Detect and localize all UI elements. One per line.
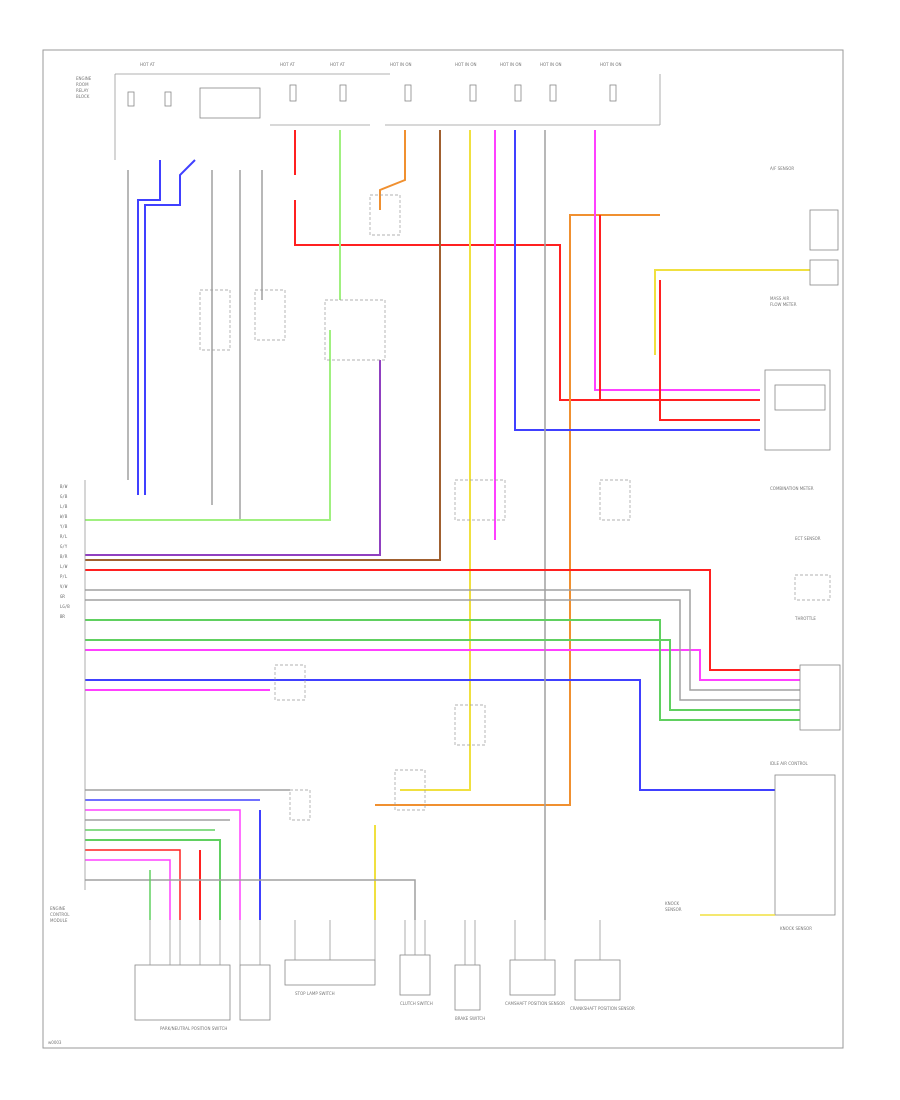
svg-text:KNOCK SENSOR: KNOCK SENSOR (780, 926, 812, 931)
middle-components (199, 194, 631, 821)
label-stop-lamp: STOP LAMP SWITCH (295, 991, 335, 996)
svg-text:L/W: L/W (60, 564, 68, 569)
wire-blue-left (137, 159, 196, 495)
svg-text:KNOCK: KNOCK (665, 901, 680, 906)
fuse-label-5: HOT IN ON (455, 62, 476, 67)
top-fuse-bus (114, 73, 661, 160)
wire-red-center (294, 130, 760, 401)
fuse-label-7: HOT IN ON (540, 62, 561, 67)
fuse-label-8: HOT IN ON (600, 62, 621, 67)
svg-text:THROTTLE: THROTTLE (794, 616, 816, 621)
wire-left-bottom-bus (85, 789, 416, 920)
fuse-labels: HOT AT HOT AT HOT AT HOT IN ON HOT IN ON… (140, 62, 621, 67)
svg-text:LG/B: LG/B (60, 604, 70, 609)
svg-text:MASS AIR: MASS AIR (770, 296, 789, 301)
ecm-pin-column: B/W G/B L/B W/B Y/B R/L G/Y B/R L/W P/L … (60, 480, 86, 890)
bottom-components (134, 954, 621, 1021)
right-components (764, 209, 841, 916)
fuse-symbols (127, 84, 617, 119)
wire-yellow (374, 130, 810, 920)
fuse-label-4: HOT IN ON (390, 62, 411, 67)
wire-orange (375, 130, 660, 806)
svg-text:L/B: L/B (60, 504, 68, 509)
label-cmp-sensor: CAMSHAFT POSITION SENSOR (505, 1001, 565, 1006)
wire-pink (85, 130, 810, 691)
ecm-label-block: ENGINE CONTROL MODULE (50, 906, 70, 923)
svg-text:COMBINATION METER: COMBINATION METER (770, 486, 814, 491)
bottom-connectors (149, 920, 601, 965)
fuse-label-2: HOT AT (280, 62, 295, 67)
fuse-label-1: HOT AT (140, 62, 155, 67)
label-pnp-switch: PARK/NEUTRAL POSITION SWITCH (160, 1026, 227, 1031)
label-ckp-sensor: CRANKSHAFT POSITION SENSOR (570, 1006, 635, 1011)
wire-green-center (85, 130, 341, 521)
bottom-labels: PARK/NEUTRAL POSITION SWITCH STOP LAMP S… (160, 991, 635, 1031)
fuse-label-6: HOT IN ON (500, 62, 521, 67)
svg-text:RELAY: RELAY (76, 88, 89, 93)
wire-grey-right (85, 130, 810, 920)
wire-green-right (85, 619, 810, 920)
right-labels: A/F SENSOR MASS AIR FLOW METER COMBINATI… (770, 166, 821, 931)
fuse-label-3: HOT AT (330, 62, 345, 67)
svg-text:MODULE: MODULE (50, 918, 68, 923)
svg-text:W/B: W/B (60, 514, 68, 519)
svg-text:A/F SENSOR: A/F SENSOR (770, 166, 794, 171)
svg-text:ECT SENSOR: ECT SENSOR (795, 536, 821, 541)
svg-text:Y/B: Y/B (60, 524, 68, 529)
svg-text:BLOCK: BLOCK (76, 94, 90, 99)
svg-text:IDLE AIR CONTROL: IDLE AIR CONTROL (770, 761, 809, 766)
label-clutch-switch: CLUTCH SWITCH (400, 1001, 433, 1006)
svg-text:G/B: G/B (60, 494, 68, 499)
knock-sensor-wire: KNOCK SENSOR (665, 901, 775, 916)
svg-text:R/L: R/L (60, 534, 68, 539)
svg-text:V/W: V/W (60, 584, 68, 589)
wire-red-right (85, 215, 810, 920)
footer-code: w0003 (48, 1040, 62, 1045)
wire-grey-left (127, 170, 263, 520)
svg-text:G/Y: G/Y (60, 544, 68, 549)
wire-purple (85, 360, 381, 556)
diagram-frame (42, 49, 844, 1049)
left-top-label: ENGINE ROOM RELAY BLOCK (76, 76, 92, 99)
svg-text:P/L: P/L (60, 574, 68, 579)
svg-text:FLOW METER: FLOW METER (770, 302, 797, 307)
wire-brown (85, 130, 441, 561)
label-brake-switch: BRAKE SWITCH (455, 1016, 485, 1021)
svg-text:ROOM: ROOM (76, 82, 89, 87)
svg-text:ENGINE: ENGINE (76, 76, 92, 81)
svg-text:GR: GR (60, 594, 65, 599)
svg-text:CONTROL: CONTROL (50, 912, 70, 917)
wire-blue-center (85, 130, 810, 920)
svg-text:B/R: B/R (60, 554, 68, 559)
svg-text:B/W: B/W (60, 484, 68, 489)
svg-text:BR: BR (60, 614, 65, 619)
svg-text:SENSOR: SENSOR (665, 907, 682, 912)
svg-text:ENGINE: ENGINE (50, 906, 66, 911)
